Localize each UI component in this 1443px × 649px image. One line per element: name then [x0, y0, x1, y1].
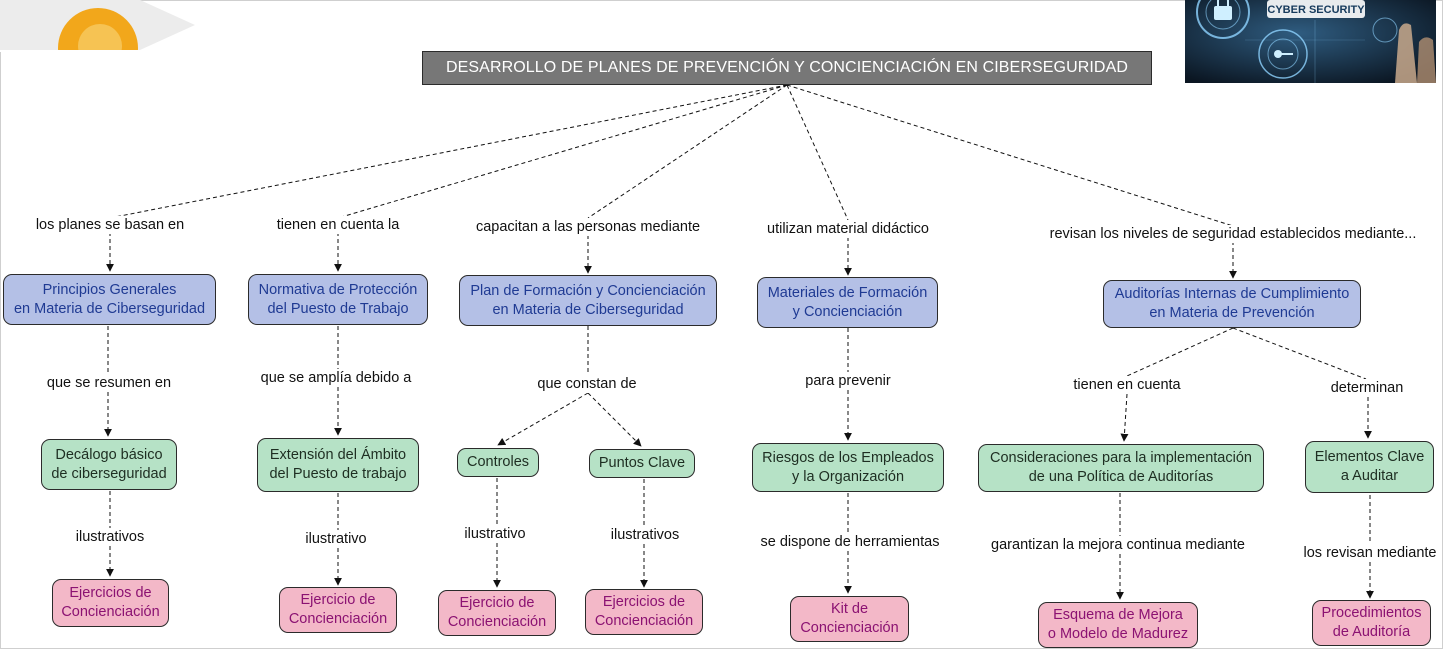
edge-label: determinan [1329, 379, 1405, 397]
edge-label: ilustrativo [304, 530, 368, 548]
leaf-node[interactable]: Ejercicio de Concienciación [279, 587, 397, 633]
edge-label: garantizan la mejora continua mediante [990, 536, 1246, 554]
edge-label: revisan los niveles de seguridad estable… [1048, 225, 1418, 243]
edge-label: ilustrativo [463, 525, 527, 543]
sub-node[interactable]: Decálogo básico de ciberseguridad [41, 439, 177, 490]
concept-node[interactable]: Plan de Formación y Concienciación en Ma… [459, 275, 717, 326]
leaf-node[interactable]: Kit de Concienciación [790, 596, 909, 642]
sub-node[interactable]: Consideraciones para la implementación d… [978, 444, 1264, 492]
sub-node[interactable]: Elementos Clave a Auditar [1305, 441, 1434, 493]
logo-icon [0, 0, 195, 52]
edge-label: tienen en cuenta [1072, 376, 1182, 394]
leaf-node[interactable]: Procedimientos de Auditoría [1312, 600, 1431, 646]
concept-node[interactable]: Principios Generales en Materia de Ciber… [3, 274, 216, 325]
leaf-node[interactable]: Esquema de Mejora o Modelo de Madurez [1038, 602, 1198, 648]
concept-node[interactable]: Normativa de Protección del Puesto de Tr… [248, 274, 428, 325]
cyber-security-badge-text: CYBER SECURITY [1267, 4, 1365, 16]
page-title: DESARROLLO DE PLANES DE PREVENCIÓN Y CON… [422, 51, 1152, 85]
edge-label: ilustrativos [74, 528, 146, 546]
sub-node[interactable]: Puntos Clave [589, 449, 695, 478]
leaf-node[interactable]: Ejercicio de Concienciación [438, 590, 556, 636]
leaf-node[interactable]: Ejercicios de Concienciación [585, 589, 703, 635]
edge-label: que se resumen en [45, 374, 173, 392]
cyber-security-photo: CYBER SECURITY [1185, 0, 1436, 83]
edge-label: que constan de [536, 375, 638, 393]
sub-node[interactable]: Extensión del Ámbito del Puesto de traba… [257, 438, 419, 492]
sub-node[interactable]: Controles [457, 448, 539, 477]
edge-label: ilustrativos [609, 526, 681, 544]
edge-label: para prevenir [804, 372, 892, 390]
edge-label: utilizan material didáctico [766, 220, 930, 238]
edge-label: tienen en cuenta la [275, 216, 401, 234]
leaf-node[interactable]: Ejercicios de Concienciación [52, 579, 169, 627]
edge-label: se dispone de herramientas [759, 533, 941, 551]
concept-node[interactable]: Auditorías Internas de Cumplimiento en M… [1103, 280, 1361, 328]
sub-node[interactable]: Riesgos de los Empleados y la Organizaci… [752, 443, 944, 492]
concept-node[interactable]: Materiales de Formación y Concienciación [757, 277, 938, 328]
edge-label: los revisan mediante [1302, 544, 1438, 562]
edge-label: capacitan a las personas mediante [474, 218, 702, 236]
edge-label: que se amplía debido a [259, 369, 413, 387]
edge-label: los planes se basan en [34, 216, 186, 234]
